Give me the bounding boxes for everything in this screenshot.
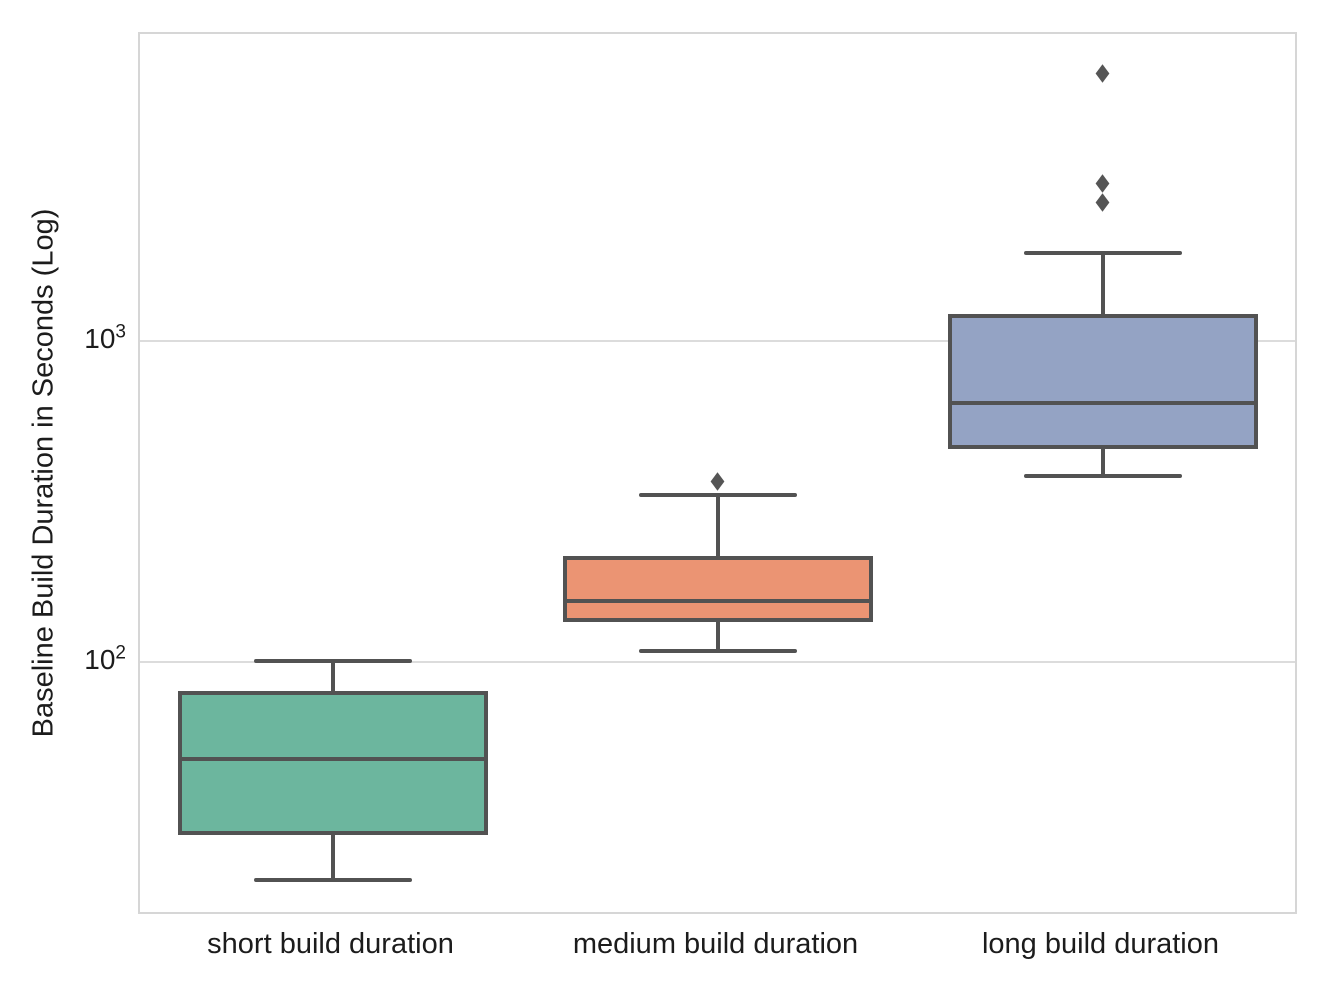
outlier-diamond	[1095, 193, 1110, 212]
median-line	[177, 756, 488, 761]
outlier-diamond	[710, 472, 725, 491]
y-gridline	[140, 661, 1295, 663]
y-tick-label: 102	[84, 642, 126, 675]
box-long	[947, 314, 1258, 450]
box-short	[177, 691, 488, 835]
y-tick-label: 103	[84, 321, 126, 354]
median-line	[947, 401, 1258, 406]
whisker-cap-low	[253, 877, 412, 882]
y-gridline	[140, 340, 1295, 342]
x-tick-label-medium: medium build duration	[572, 928, 859, 960]
outlier-diamond	[1095, 64, 1110, 83]
whisker-cap-low	[638, 649, 797, 654]
outlier-diamond	[1095, 174, 1110, 193]
whisker-cap-low	[1023, 473, 1182, 478]
whisker-cap-high	[1023, 250, 1182, 255]
x-tick-label-short: short build duration	[207, 928, 454, 960]
whisker-cap-high	[253, 658, 412, 663]
x-tick-label-long: long build duration	[981, 928, 1219, 960]
median-line	[562, 598, 873, 603]
box-medium	[562, 555, 873, 623]
plot-area	[138, 32, 1297, 914]
whisker-cap-high	[638, 493, 797, 498]
